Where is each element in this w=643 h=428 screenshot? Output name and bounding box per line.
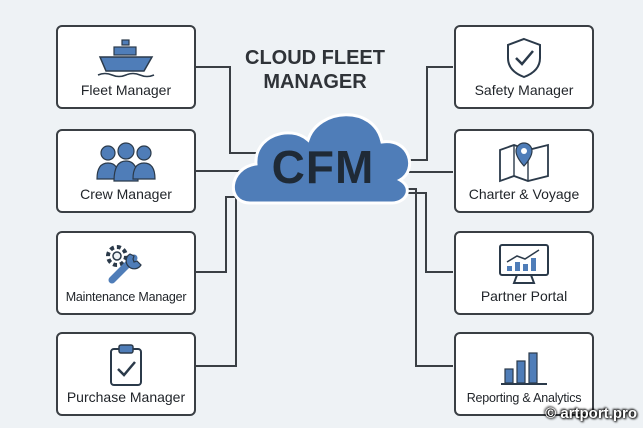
module-partner-portal[interactable]: Partner Portal [454, 231, 594, 315]
bar-chart-icon [456, 342, 592, 388]
wrench-gear-icon [58, 241, 194, 287]
module-reporting-analytics[interactable]: Reporting & Analytics [454, 332, 594, 416]
module-charter-voyage[interactable]: Charter & Voyage [454, 129, 594, 213]
module-label: Maintenance Manager [65, 290, 187, 304]
shield-check-icon [456, 35, 592, 81]
module-crew-manager[interactable]: Crew Manager [56, 129, 196, 213]
module-label: Crew Manager [80, 186, 172, 202]
module-purchase-manager[interactable]: Purchase Manager [56, 332, 196, 416]
module-label: Fleet Manager [80, 82, 172, 98]
connector-partner-portal [398, 192, 453, 273]
people-icon [58, 139, 194, 185]
module-fleet-manager[interactable]: Fleet Manager [56, 25, 196, 109]
clipboard-check-icon [58, 342, 194, 388]
connector-fleet-manager [196, 66, 262, 154]
monitor-chart-icon [456, 241, 592, 287]
connector-maintenance-manager [196, 196, 255, 273]
module-safety-manager[interactable]: Safety Manager [454, 25, 594, 109]
module-label: Charter & Voyage [468, 186, 580, 202]
cloud-shape [232, 113, 412, 205]
diagram-title: CLOUD FLEET MANAGER [245, 47, 385, 93]
cloud-center-label: CFM [271, 141, 375, 193]
map-pin-icon [456, 139, 592, 185]
connector-safety-manager [398, 66, 453, 161]
watermark: © artport.pro [545, 405, 637, 422]
ship-icon [58, 35, 194, 81]
module-label: Reporting & Analytics [466, 391, 582, 405]
module-maintenance-manager[interactable]: Maintenance Manager [56, 231, 196, 315]
module-label: Partner Portal [480, 288, 568, 304]
module-label: Purchase Manager [66, 389, 186, 405]
module-label: Safety Manager [474, 82, 574, 98]
